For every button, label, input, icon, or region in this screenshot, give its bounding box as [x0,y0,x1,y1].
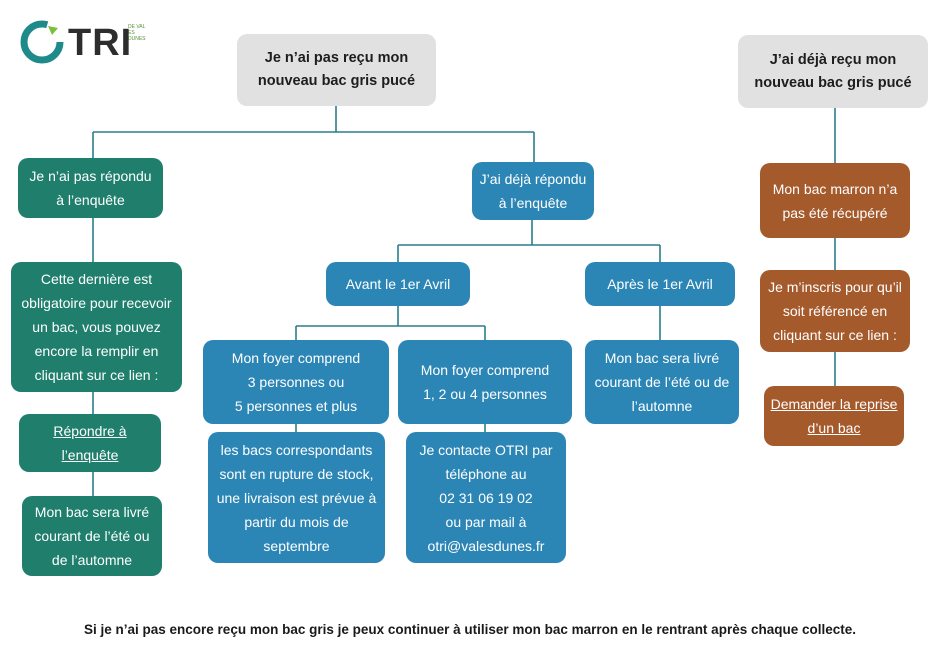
logo-text: TRI [68,22,133,64]
node-not-received: Je n’ai pas reçu mon nouveau bac gris pu… [237,34,436,106]
connector-top [92,106,535,162]
answer-survey-link[interactable]: Répondre à l’enquête [19,414,161,472]
logo-subtext: DE VAL ES DUNES [128,24,146,42]
node-household-3plus: Mon foyer comprend 3 personnes ou 5 pers… [203,340,389,424]
node-delivered-summer-left: Mon bac sera livré courant de l’été ou d… [22,496,162,576]
connector-middle-split [397,220,661,262]
node-survey-mandatory: Cette dernière est obligatoire pour rece… [11,262,182,392]
recycle-circle-icon [20,20,64,64]
node-before-april: Avant le 1er Avril [326,262,470,306]
node-household-124: Mon foyer comprend 1, 2 ou 4 personnes [398,340,572,424]
footer-note: Si je n’ai pas encore reçu mon bac gris … [84,622,856,637]
node-after-april: Après le 1er Avril [585,262,735,306]
node-contact-otri: Je contacte OTRI par téléphone au 02 31 … [406,432,566,563]
node-already-received: J’ai déjà reçu mon nouveau bac gris pucé [738,35,928,108]
connector-households [295,424,486,432]
node-register-link-text: Je m’inscris pour qu’il soit référencé e… [760,270,910,352]
node-delivered-summer-mid: Mon bac sera livré courant de l’été ou d… [585,340,739,424]
node-already-answered: J’ai déjà répondu à l’enquête [472,162,594,220]
node-out-of-stock: les bacs correspondants sont en rupture … [208,432,385,563]
connector-before-april [295,306,486,340]
otri-logo: TRI DE VAL ES DUNES [18,18,148,68]
request-pickup-link[interactable]: Demander la reprise d’un bac [764,386,904,446]
node-brown-not-collected: Mon bac marron n’a pas été récupéré [760,163,910,238]
node-not-answered: Je n’ai pas répondu à l’enquête [18,158,163,218]
